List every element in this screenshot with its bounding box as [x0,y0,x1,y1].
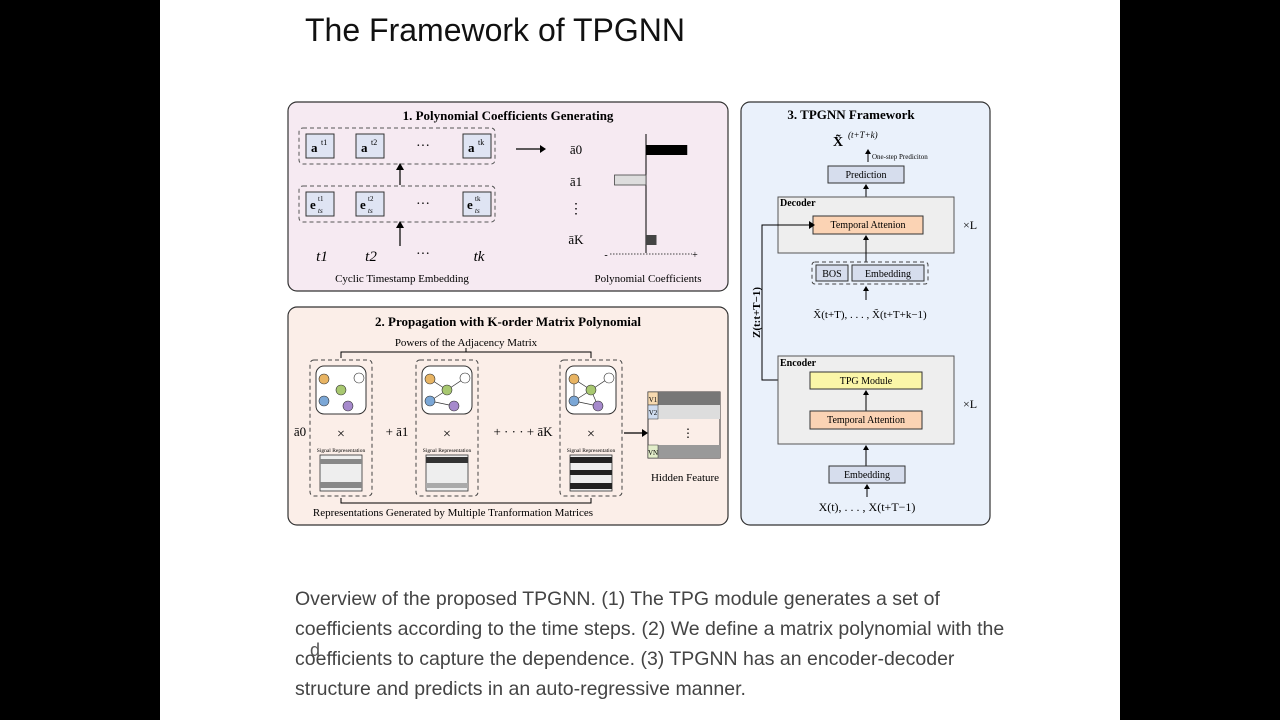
slide-title: The Framework of TPGNN [305,12,685,48]
svg-text:t2: t2 [371,138,377,147]
encoder-input-label: X(t), . . . , X(t+T−1) [819,500,916,514]
svg-text:t1: t1 [318,195,324,203]
panel1-caption-right: Polynomial Coefficients [594,273,701,285]
time-label-2: t2 [365,249,377,265]
encoder-attention-box [809,410,923,430]
svg-text:ts: ts [475,207,480,215]
svg-text:e: e [467,197,473,212]
coef-box-k: a tk [462,133,492,159]
svg-text:a: a [311,140,318,155]
ak-label-1: ā1 [570,174,582,189]
panel3-title: 3. TPGNN Framework [787,107,915,122]
term-ak: + · · · + āK [493,424,553,439]
coef-row-frame [298,127,496,165]
ak-label-k: āK [568,232,584,247]
prediction-box [827,165,905,184]
adjacency-group-k: × Signal Representation [559,359,623,497]
svg-text:tk: tk [475,195,481,203]
decoder-label: Decoder [780,198,816,209]
coef-dots: ··· [416,139,430,154]
figure-caption: Overview of the proposed TPGNN. (1) The … [295,588,1005,700]
emb-box-2: e ts t2 [355,191,385,217]
svg-text:e: e [310,197,316,212]
tpg-module-box [809,371,923,390]
svg-text:···: ··· [416,247,430,262]
encoder-label: Encoder [780,358,817,369]
decoder-input-frame [811,261,929,285]
svg-text:e: e [360,197,366,212]
encoder-embedding-box [828,465,906,484]
panel-tpgnn-framework: 3. TPGNN Framework X̃ (t+T+k) One-step P… [740,101,991,526]
svg-text:t1: t1 [321,138,327,147]
one-step-label: One-step Prediciton [872,153,928,161]
output-label: X̃ [833,133,843,150]
bos-box [815,264,849,282]
emb-box-k: e ts tk [462,191,492,217]
svg-text:ts: ts [318,207,323,215]
decoder-input-label: X̃(t+T), . . . , X̃(t+T+k−1) [813,308,927,321]
svg-text:Embedding: Embedding [865,269,911,280]
hidden-feature-label: Hidden Feature [651,472,719,484]
emb-box-1: e ts t1 [305,191,335,217]
encoder-times-l: ×L [963,397,977,411]
emb-row-frame [298,185,496,223]
svg-text:a: a [468,140,475,155]
time-label-1: t1 [316,249,328,265]
svg-text:tk: tk [478,138,484,147]
svg-text:-: - [604,250,607,261]
svg-text:Prediction: Prediction [845,170,886,181]
svg-text:Temporal Attenion: Temporal Attenion [830,220,905,231]
svg-text:ts: ts [368,207,373,215]
adjacency-group-1: × Signal Representation [415,359,479,497]
powers-label: Powers of the Adjacency Matrix [395,337,538,349]
framework-figure: 1. Polynomial Coefficients Generating a … [287,101,991,526]
svg-text:Signal Representation: Signal Representation [317,448,366,454]
svg-text:(t+T+k): (t+T+k) [848,130,878,140]
coef-box-1: a t1 [305,133,335,159]
decoder-times-l: ×L [963,218,977,232]
decoder-embedding-box [851,264,925,282]
ak-label-0: ā0 [570,142,582,157]
svg-text:BOS: BOS [822,269,841,280]
stray-text: d [310,640,321,660]
coef-bar-0 [646,145,688,155]
ak-vdots: ⋮ [569,202,583,217]
representations-label: Representations Generated by Multiple Tr… [313,507,593,519]
svg-text:Embedding: Embedding [844,470,890,481]
coef-bar-k [646,235,657,245]
svg-text:a: a [361,140,368,155]
svg-text:×: × [443,427,451,442]
svg-text:t2: t2 [368,195,374,203]
panel-polynomial-coefficients: 1. Polynomial Coefficients Generating a … [287,101,729,292]
svg-text:Signal Representation: Signal Representation [567,448,616,454]
svg-text:Signal Representation: Signal Representation [423,448,472,454]
panel-matrix-polynomial: 2. Propagation with K-order Matrix Polyn… [287,306,729,526]
z-label: Z(t:t+T−1) [751,287,763,338]
svg-text:TPG Module: TPG Module [840,376,893,387]
svg-text:···: ··· [416,197,430,212]
svg-text:V2: V2 [649,409,658,417]
svg-text:V1: V1 [649,396,658,404]
coef-box-2: a t2 [355,133,385,159]
hidden-feature-matrix: V1 V2 VN ⋮ [647,391,721,459]
panel1-title: 1. Polynomial Coefficients Generating [403,108,614,123]
coef-bar-1 [614,174,647,186]
svg-text:VN: VN [648,449,658,457]
slide: The Framework of TPGNN 1. Polynomial Coe… [160,0,1120,720]
term-a1: + ā1 [386,424,409,439]
adjacency-group-0: × Signal Representation [309,359,373,497]
svg-text:×: × [337,427,345,442]
panel1-caption-left: Cyclic Timestamp Embedding [335,273,469,285]
svg-text:×: × [587,427,595,442]
svg-text:⋮: ⋮ [682,426,694,440]
panel2-title: 2. Propagation with K-order Matrix Polyn… [375,314,641,329]
svg-text:Temporal Attention: Temporal Attention [827,415,905,426]
term-a0: ā0 [294,424,306,439]
time-label-k: tk [474,249,485,265]
svg-text:+: + [692,250,698,261]
